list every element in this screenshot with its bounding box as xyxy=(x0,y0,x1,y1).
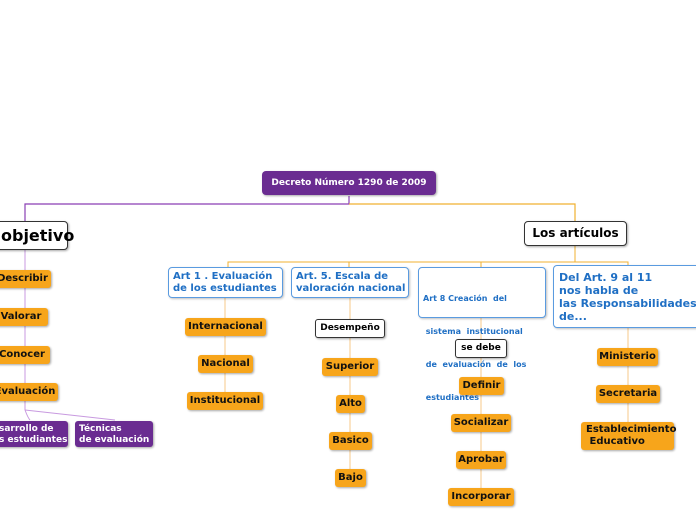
describir-node[interactable]: Describir xyxy=(0,270,51,288)
incorporar-node[interactable]: Incorporar xyxy=(448,488,514,506)
superior-node[interactable]: Superior xyxy=(322,358,378,376)
art1-line1: Art 1 . Evaluación xyxy=(173,271,273,282)
tecnicas-line1: Técnicas xyxy=(79,424,122,434)
art9-node[interactable]: Del Art. 9 al 11 nos habla de las Respon… xyxy=(553,265,696,328)
aprobar-node[interactable]: Aprobar xyxy=(456,451,506,469)
root-node[interactable]: Decreto Número 1290 de 2009 xyxy=(262,171,436,195)
art9-line4: de... xyxy=(559,310,587,323)
secretaria-node[interactable]: Secretaria xyxy=(596,385,660,403)
nacional-node[interactable]: Nacional xyxy=(198,355,253,373)
conocer-node[interactable]: Conocer xyxy=(0,346,50,364)
institucional-node[interactable]: Institucional xyxy=(187,392,263,410)
desarrollo-node[interactable]: sarrollo de s estudiantes xyxy=(0,421,68,447)
valorar-node[interactable]: Valorar xyxy=(0,308,48,326)
art9-line2: nos habla de xyxy=(559,284,639,297)
evaluacion-node[interactable]: Evaluación xyxy=(0,383,58,401)
art5-line1: Art. 5. Escala de xyxy=(296,271,389,282)
socializar-node[interactable]: Socializar xyxy=(451,414,511,432)
establecimiento-line1: Establecimiento xyxy=(586,424,677,435)
desarrollo-line1: sarrollo de xyxy=(0,424,54,434)
ministerio-node[interactable]: Ministerio xyxy=(597,348,658,366)
alto-node[interactable]: Alto xyxy=(336,395,365,413)
art8-line2: sistema institucional xyxy=(423,327,523,336)
establecimiento-node[interactable]: Establecimiento Educativo xyxy=(581,422,677,450)
establecimiento-line2: Educativo xyxy=(586,436,645,447)
art8-node[interactable]: Art 8 Creación del sistema institucional… xyxy=(418,267,546,402)
art5-line2: valoración nacional xyxy=(296,283,406,294)
bajo-node[interactable]: Bajo xyxy=(335,469,366,487)
se-debe-node[interactable]: se debe xyxy=(455,339,507,358)
desarrollo-line2: s estudiantes xyxy=(0,435,68,445)
definir-node[interactable]: Definir xyxy=(459,377,504,395)
art1-line2: de los estudiantes xyxy=(173,283,277,294)
desempeno-node[interactable]: Desempeño xyxy=(315,319,385,338)
art9-line1: Del Art. 9 al 11 xyxy=(559,271,653,284)
tecnicas-line2: de evaluación xyxy=(79,435,150,445)
art5-node[interactable]: Art. 5. Escala de valoración nacional xyxy=(291,267,409,298)
art8-line4: estudiantes xyxy=(423,393,480,402)
articulos-node[interactable]: Los artículos xyxy=(524,221,627,246)
internacional-node[interactable]: Internacional xyxy=(185,318,266,336)
art9-line3: las Responsabilidades xyxy=(559,297,696,310)
art1-node[interactable]: Art 1 . Evaluación de los estudiantes xyxy=(168,267,283,298)
basico-node[interactable]: Basico xyxy=(329,432,372,450)
tecnicas-node[interactable]: Técnicas de evaluación xyxy=(75,421,153,447)
art8-line1: Art 8 Creación del xyxy=(423,294,507,303)
art8-line3: de evaluación de los xyxy=(423,360,527,369)
objetivo-node[interactable]: objetivo xyxy=(0,221,74,250)
